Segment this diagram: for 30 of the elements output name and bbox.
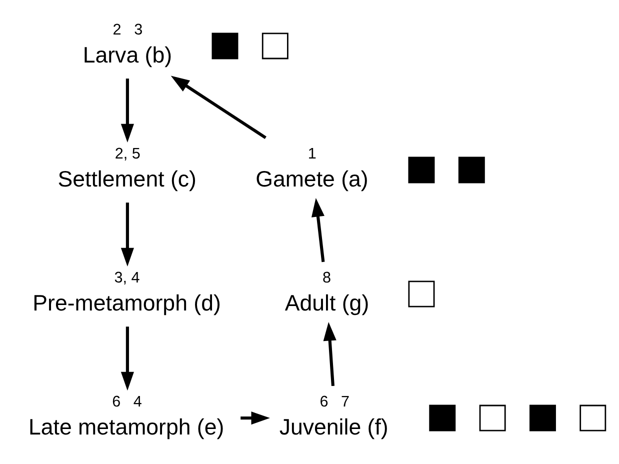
node-label: 6 7 [319, 394, 350, 411]
node-text: Pre-metamorph (d) [32, 290, 220, 316]
node-box [428, 404, 456, 432]
node-text: Larva (b) [82, 42, 172, 68]
node-label: 1 [307, 146, 316, 163]
node-text: Juvenile (f) [278, 414, 388, 440]
node-box [408, 156, 434, 184]
arrow [240, 411, 270, 425]
node-box [211, 32, 238, 60]
arrow [120, 326, 134, 391]
node-box [478, 404, 506, 432]
arrow [170, 76, 266, 140]
node-label: 2, 5 [114, 146, 140, 163]
node-text: Settlement (c) [57, 166, 196, 192]
node-label: 6 4 [112, 394, 142, 411]
arrow [120, 78, 134, 143]
node-text: Adult (g) [284, 290, 369, 316]
node-label: 8 [322, 270, 331, 287]
node-box [458, 156, 484, 184]
node-text: Gamete (a) [255, 166, 368, 192]
arrow [322, 322, 336, 386]
node-label: 2 3 [112, 22, 142, 39]
node-text: Late metamorph (e) [28, 414, 224, 440]
node-box [528, 404, 556, 432]
node-box [579, 404, 606, 432]
node-box [408, 280, 434, 308]
node-label: 3, 4 [114, 270, 140, 287]
arrow [120, 202, 134, 267]
node-box [261, 32, 288, 60]
arrow [310, 198, 324, 262]
